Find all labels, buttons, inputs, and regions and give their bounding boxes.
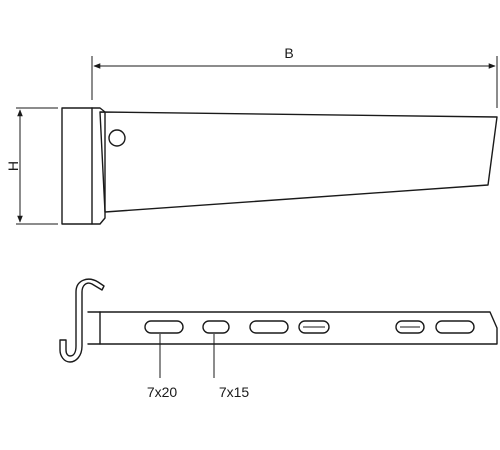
slot-6 [435,320,475,334]
mounting-hole [108,129,126,147]
slot-7x15-1 [202,320,230,334]
bracket-side-view [61,107,498,225]
slot-3 [249,320,289,334]
dimension-h-label: H [5,161,21,171]
slot-7x20 [144,320,184,334]
slot-label-7x15: 7x15 [219,384,250,400]
bracket-top-view: 7x20 7x15 [59,278,498,400]
dimension-h: H [5,107,58,225]
slot-label-7x20: 7x20 [147,384,178,400]
hanger-hook [59,278,105,363]
wall-plate [61,107,93,225]
dimension-b-label: B [284,45,293,61]
dimension-b: B [91,45,498,108]
tapered-arm [99,111,498,213]
wall-plate-lip [91,107,106,225]
